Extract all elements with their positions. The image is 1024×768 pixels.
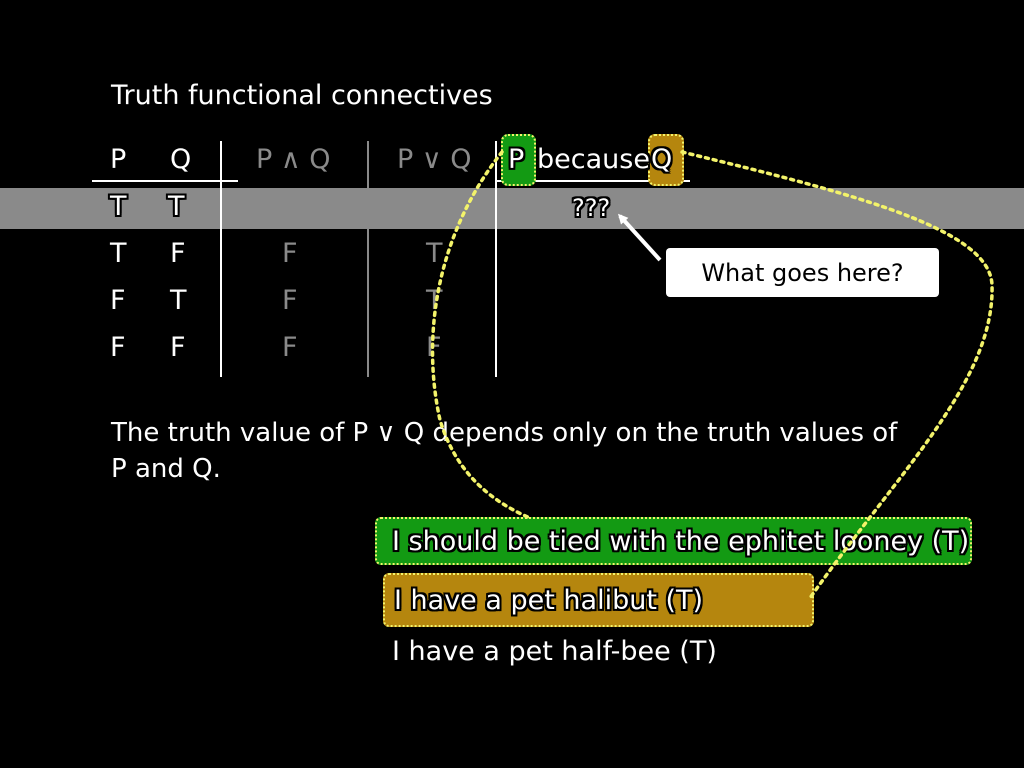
cell-or: T — [426, 238, 443, 269]
cell-q: T — [170, 285, 187, 316]
header-and: P ∧ Q — [256, 144, 331, 175]
q-tag — [648, 134, 684, 186]
p-tag — [501, 134, 536, 186]
cell-q: F — [170, 332, 186, 363]
cell-and: F — [282, 285, 298, 316]
header-because-q: Q — [651, 144, 673, 175]
cell-and: F — [282, 332, 298, 363]
header-because-word: because — [537, 144, 650, 175]
cell-q: T — [168, 191, 185, 222]
callout-box: What goes here? — [666, 248, 939, 297]
cell-q: F — [170, 238, 186, 269]
explanation-line-2: P and Q. — [111, 454, 221, 484]
column-divider — [495, 141, 497, 377]
p-connector-line — [430, 150, 532, 520]
cell-and: F — [282, 238, 298, 269]
explanation-line-1: The truth value of P ∨ Q depends only on… — [111, 418, 898, 448]
q-connector-line — [680, 150, 994, 600]
callout-arrow — [617, 213, 662, 262]
header-underline-because — [497, 180, 690, 182]
q-sentence: I have a pet halibut (T) — [383, 573, 814, 627]
header-p: P — [110, 144, 127, 175]
slide-title: Truth functional connectives — [111, 80, 493, 111]
header-because-p: P — [508, 144, 525, 175]
header-q: Q — [170, 144, 192, 175]
column-divider — [367, 141, 369, 377]
other-sentence: I have a pet half-bee (T) — [392, 636, 717, 667]
cell-p: F — [110, 332, 126, 363]
cell-p: T — [110, 238, 127, 269]
cell-because: ??? — [572, 194, 611, 222]
header-or: P ∨ Q — [397, 144, 472, 175]
highlighted-row — [0, 188, 1024, 229]
cell-p: T — [110, 191, 127, 222]
cell-p: F — [110, 285, 126, 316]
header-underline — [92, 180, 238, 182]
p-sentence: I should be tied with the ephitet looney… — [375, 517, 972, 565]
column-divider — [220, 141, 222, 377]
